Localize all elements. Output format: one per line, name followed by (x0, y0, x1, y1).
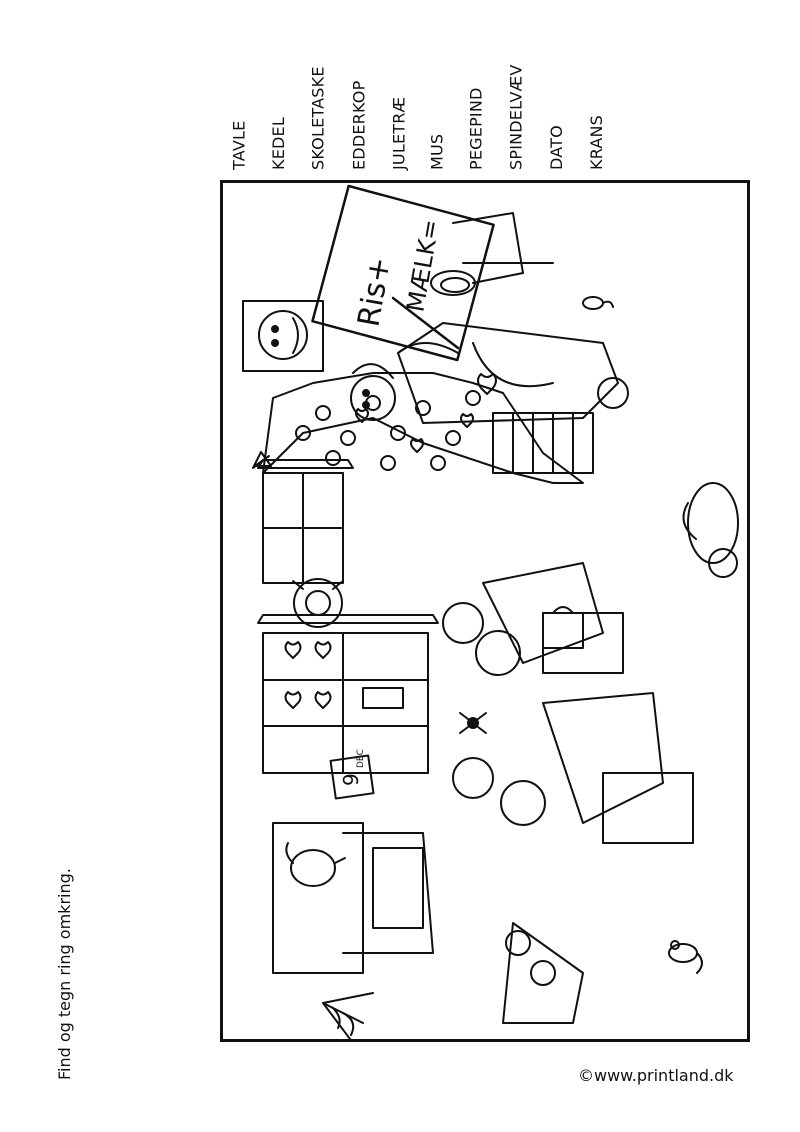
pupils-with-desks (442, 562, 694, 844)
calendar-dato: 9 DEC (329, 749, 375, 800)
word-item: PEGEPIND (467, 87, 486, 170)
word-item: DATO (547, 125, 566, 170)
calendar-month: DEC (356, 749, 366, 768)
copyright-text: ©www.printland.dk (578, 1066, 734, 1085)
coloring-illustration: Ris+ MÆLK= (242, 184, 739, 1039)
word-list: TAVLE KEDEL SKOLETASKE EDDERKOP JULETRÆ … (220, 60, 640, 170)
word-item: SPINDELVÆV (507, 64, 526, 170)
santa-portrait (242, 300, 324, 372)
school-bag-skoletaske (542, 606, 584, 649)
kettle-kedel (285, 842, 346, 887)
picture-frame: Ris+ MÆLK= (220, 180, 750, 1042)
word-item: SKOLETASKE (309, 66, 328, 170)
board-text-line1: Ris+ (351, 254, 398, 329)
calendar-day: 9 (339, 773, 363, 786)
board-text-line2: MÆLK= (401, 217, 445, 314)
tree-stand (492, 412, 594, 474)
instruction-text: Find og tegn ring omkring. (55, 868, 74, 1080)
firewood-basket (502, 922, 584, 1024)
word-item: TAVLE (229, 120, 248, 170)
spider-edderkop (459, 712, 487, 734)
word-item: KEDEL (269, 117, 288, 170)
wreath-krans (292, 578, 344, 628)
teacher (350, 322, 629, 424)
word-item: KRANS (587, 114, 606, 170)
window-left (257, 459, 354, 584)
window-main (257, 614, 439, 774)
stove (272, 822, 434, 974)
christmas-tree-juletrae (252, 372, 594, 484)
spider-web-spindelvaev (322, 992, 374, 1039)
chalkboard-tavle: Ris+ MÆLK= (311, 184, 554, 362)
pointer-pegepind (391, 296, 460, 350)
mouse-mus (668, 940, 703, 974)
star-icon (252, 451, 272, 469)
word-item: JULETRÆ (389, 96, 408, 170)
corner-mouse (582, 296, 614, 310)
cat (682, 482, 739, 578)
word-item: EDDERKOP (349, 80, 368, 170)
word-item: MUS (427, 133, 446, 170)
